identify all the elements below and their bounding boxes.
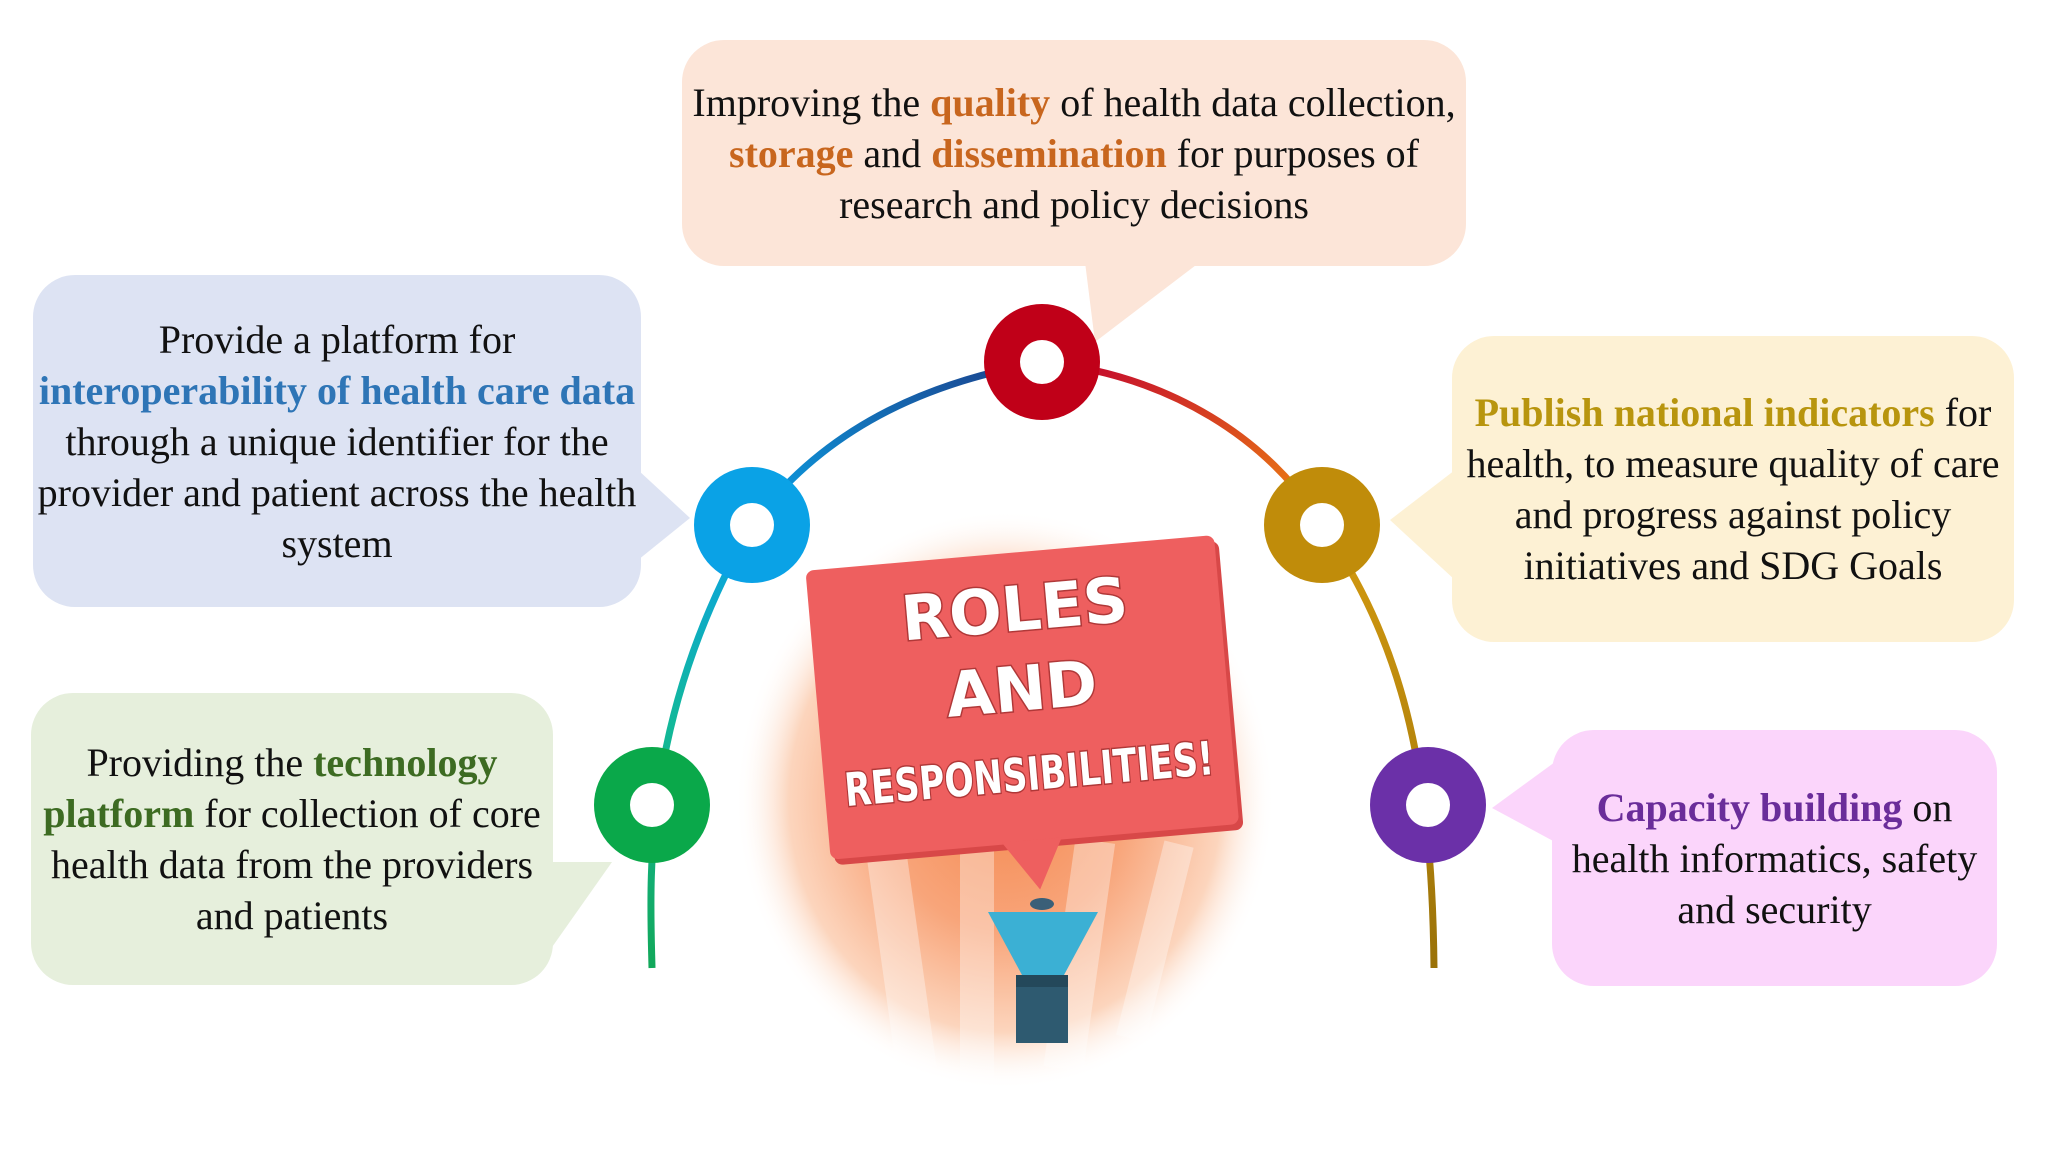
node-red [984,304,1100,420]
left1-callout-tail [638,470,690,560]
highlight-technology-platform: technology platform [43,740,498,836]
megaphone-icon [988,898,1098,1043]
right2-callout-tail [1492,762,1555,842]
left1-text: Provide a platform for interoperability … [37,316,637,566]
top-callout: Improving the quality of health data col… [682,40,1466,266]
node-gold [1264,467,1380,583]
right2-text: Capacity building on health informatics,… [1571,784,1978,932]
highlight-national-indicators: Publish national indicators [1474,390,1935,435]
left2-text: Providing the technology platform for co… [43,740,541,938]
right1-callout: Publish national indicators for health, … [1452,336,2014,642]
node-purple [1370,747,1486,863]
top-callout-tail [1085,262,1200,342]
highlight-dissemination: dissemination [931,130,1167,176]
top-text: Improving the quality of health data col… [692,79,1456,227]
sign-line2: AND [943,646,1100,732]
highlight-capacity-building: Capacity building [1596,784,1903,830]
right1-callout-tail [1390,470,1455,580]
right2-callout: Capacity building on health informatics,… [1552,730,1997,986]
node-blue [694,467,810,583]
node-green [594,747,710,863]
highlight-quality: quality [930,79,1051,125]
right1-text: Publish national indicators for health, … [1466,390,2000,588]
left2-callout: Providing the technology platform for co… [31,693,553,985]
highlight-storage: storage [729,130,854,176]
roles-sign: ROLES AND RESPONSIBILITIES! [806,535,1244,890]
left2-callout-tail [550,862,612,950]
left1-callout: Provide a platform for interoperability … [33,275,641,607]
highlight-interoperability: interoperability of health care data [38,367,636,413]
